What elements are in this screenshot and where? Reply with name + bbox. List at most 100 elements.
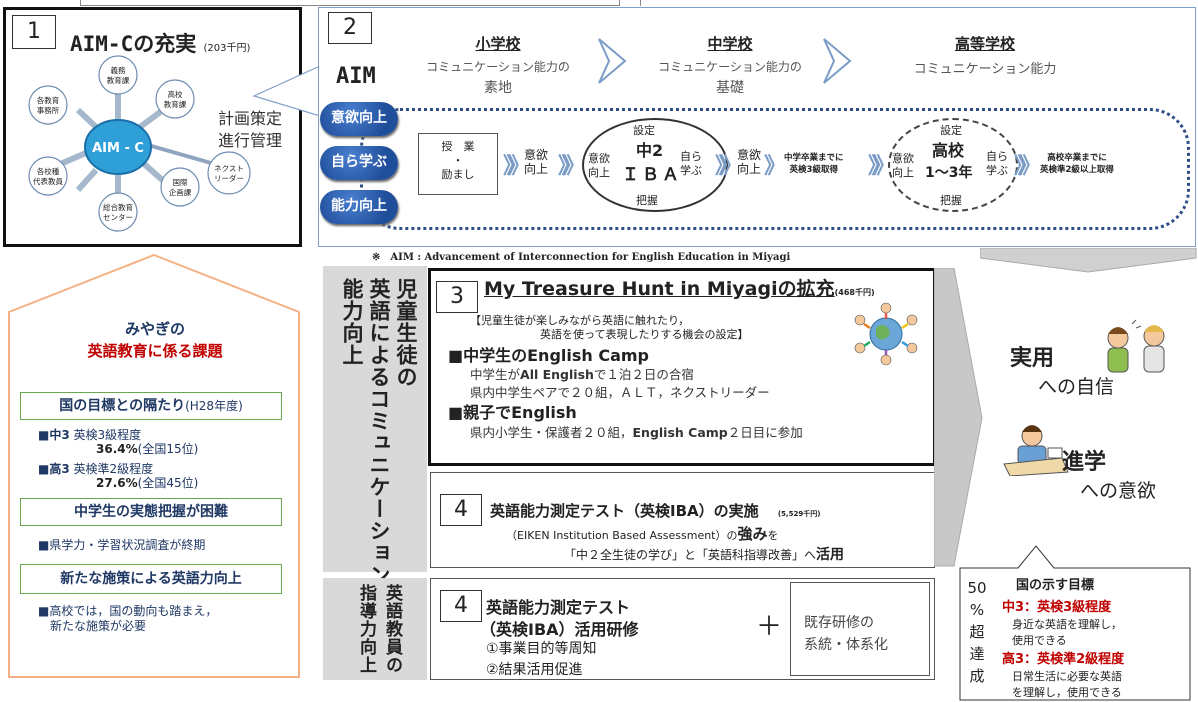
panel3-desc-2: 英語を使って表現したりする機会の設定】: [540, 328, 749, 341]
issue-new-line1: ■高校では，国の動向も踏まえ，: [38, 604, 218, 618]
chevron-2-icon: [823, 38, 852, 84]
panel3-line-1b: All English: [520, 367, 594, 382]
node-kokusai: 国際: [173, 177, 188, 187]
panel1-side-text: 計画策定進行管理: [218, 109, 283, 150]
node-koko: 高校: [168, 89, 183, 99]
people-talking-illustration: [1107, 319, 1165, 373]
chevron-1-icon: [598, 38, 627, 84]
panel1-budget: (203千円): [203, 43, 251, 54]
goal-vertical-2: %: [969, 601, 985, 619]
outcome-arrow: [934, 268, 983, 567]
panel3-number: 3: [436, 281, 478, 313]
issue-new-item: ■高校では，国の動向も踏まえ， 新たな施策が必要: [38, 604, 217, 634]
top-strip-right: [640, 0, 940, 6]
flow-teaching-box: 授 業 ・ 励まし: [418, 133, 498, 195]
panel4a-title-text: 英語能力測定テスト（英検IBA）の実施: [490, 502, 759, 520]
goal-jh-label: 中3: [1002, 600, 1025, 615]
node-kakkoshu: 各校種: [37, 166, 60, 176]
stage-elementary-title: 小学校: [475, 35, 521, 53]
panel4a-line-2: 「中２全生徒の学び」と「英語科指導改善」へ活用: [564, 544, 844, 564]
goal-vertical-5: 成: [969, 667, 985, 685]
svg-text:教育課: 教育課: [107, 75, 130, 85]
section-teach-label: [323, 578, 427, 680]
section-comm-col3: 能力向上: [340, 278, 364, 366]
panel4b-title-2: （英検IBA）活用研修: [480, 620, 639, 639]
goal-vertical-4: 達: [969, 645, 985, 663]
panel3-heading-camp: ■中学生のEnglish Camp: [448, 346, 650, 365]
stage-junior-title: 中学校: [707, 35, 753, 53]
down-arrow-right: [980, 248, 1197, 273]
issue-hs-rank: (全国45位): [137, 476, 199, 490]
panel4a-line-1b: 強み: [737, 525, 768, 543]
issue-gap-year: (H28年度): [185, 399, 243, 413]
panel-treasure-hunt: [428, 268, 936, 466]
issue-hs-label: ■高3: [38, 462, 70, 476]
nextleader-arrow: [147, 143, 219, 167]
goal-jh: 中3：英検3級程度: [1002, 600, 1112, 615]
panel3-title: My Treasure Hunt in Miyagiの拡充(468千円): [484, 274, 875, 301]
outcome-2-sub: への意欲: [1080, 480, 1157, 502]
pill-ability: 能力向上: [320, 190, 398, 224]
panel4a-budget: (5,529千円): [777, 510, 821, 518]
outcome-1-main: 実用: [1010, 346, 1055, 371]
panel4b-number: 4: [440, 590, 482, 622]
flow-circle-ch2-right: 自ら 学ぶ: [680, 150, 702, 177]
flow-goal-high: 高校卒業までに 英検準2級以上取得: [1040, 153, 1114, 175]
node-sogo: 総合教育: [103, 202, 133, 212]
panel3-heading-family: ■親子でEnglish: [448, 403, 577, 422]
goal-hs-desc-1: 日常生活に必要な英語: [1012, 670, 1122, 683]
issue-new-line2: 新たな施策が必要: [50, 619, 147, 633]
panel4a-title: 英語能力測定テスト（英検IBA）の実施 (5,529千円): [490, 500, 820, 521]
aim-c-center: [84, 119, 152, 175]
node-jimusho: 各教育: [37, 95, 60, 105]
panel4a-line-1c: を: [767, 529, 779, 542]
flow-iyoku-1: 意欲 向上: [524, 148, 549, 176]
section-teach-col1: 英語教員の: [382, 584, 402, 674]
issue-grasp-box: 中学生の実態把握が困難: [20, 498, 282, 526]
flow-circle-high-sub: 1～3年: [925, 165, 973, 181]
flow-circle-ch2: [582, 118, 728, 212]
flow-chevron-1-icon: 》》: [503, 154, 530, 179]
panel3-line-3a: 県内小学生・保護者２０組，: [470, 425, 633, 440]
plus-sign: ＋: [756, 612, 783, 642]
flow-circle-high-main: 高校: [932, 141, 965, 160]
speech-pointer: [252, 65, 322, 117]
panel3-budget: (468千円): [834, 288, 875, 297]
flow-goal-junior: 中学卒業までに 英検3級取得: [784, 153, 844, 175]
panel4b-title-1: 英語能力測定テスト: [486, 598, 631, 617]
goal-title: 国の示す目標: [1016, 578, 1095, 593]
svg-text:リーダー: リーダー: [214, 173, 244, 183]
panel4b-item-1: ①事業目的等周知: [486, 641, 597, 657]
goal-jh-desc-1: 身近な英語を理解し，: [1012, 618, 1122, 631]
issue-hs-value: 27.6%: [96, 476, 138, 490]
flow-circle-high-grasp: 把握: [940, 194, 962, 207]
flow-circle-ch2-set: 設定: [633, 124, 655, 137]
flow-teaching-dot: ・: [452, 154, 464, 167]
issue-grasp-item: ■県学力・学習状況調査が終期: [38, 538, 206, 552]
panel1-title: AIM-Cの充実 (203千円): [70, 28, 250, 58]
stage-high-title: 高等学校: [954, 35, 1015, 53]
section-teach-col2: 指導力向上: [356, 584, 376, 674]
flow-teaching-bottom: 励まし: [441, 168, 475, 181]
panel4a-number: 4: [440, 494, 482, 526]
stage-junior-line2: 基礎: [716, 80, 744, 96]
goal-vertical-3: 超: [969, 623, 985, 641]
panel3-title-text: My Treasure Hunt in Miyagiの拡充: [484, 278, 835, 300]
issue-hs-text: 英検準2級程度: [73, 462, 154, 476]
issue-jh-label: ■中3: [38, 428, 70, 442]
flow-chevron-6-icon: 》》: [1014, 154, 1041, 179]
goal-box-frame: [959, 545, 1191, 701]
goal-vertical-1: 50: [967, 579, 987, 597]
flow-circle-high-left: 意欲 向上: [892, 152, 914, 179]
flow-teaching-top: 授 業: [441, 140, 475, 153]
issue-jh-rank: (全国15位): [137, 442, 199, 456]
stage-elementary-line1: コミュニケーション能力の: [426, 60, 570, 74]
flow-chevron-3-icon: 》》: [715, 154, 742, 179]
panel4a-line-1a: （EIKEN Institution Based Assessment）の: [506, 529, 738, 542]
issue-hs: ■高3 英検準2級程度 27.6%(全国45位): [38, 462, 198, 490]
panel3-line-3: 県内小学生・保護者２０組，English Camp２日目に参加: [470, 422, 803, 441]
goal-jh-desc-2: 使用できる: [1012, 634, 1067, 647]
goal-hs-desc-2: を理解し，使用できる: [1012, 686, 1122, 699]
